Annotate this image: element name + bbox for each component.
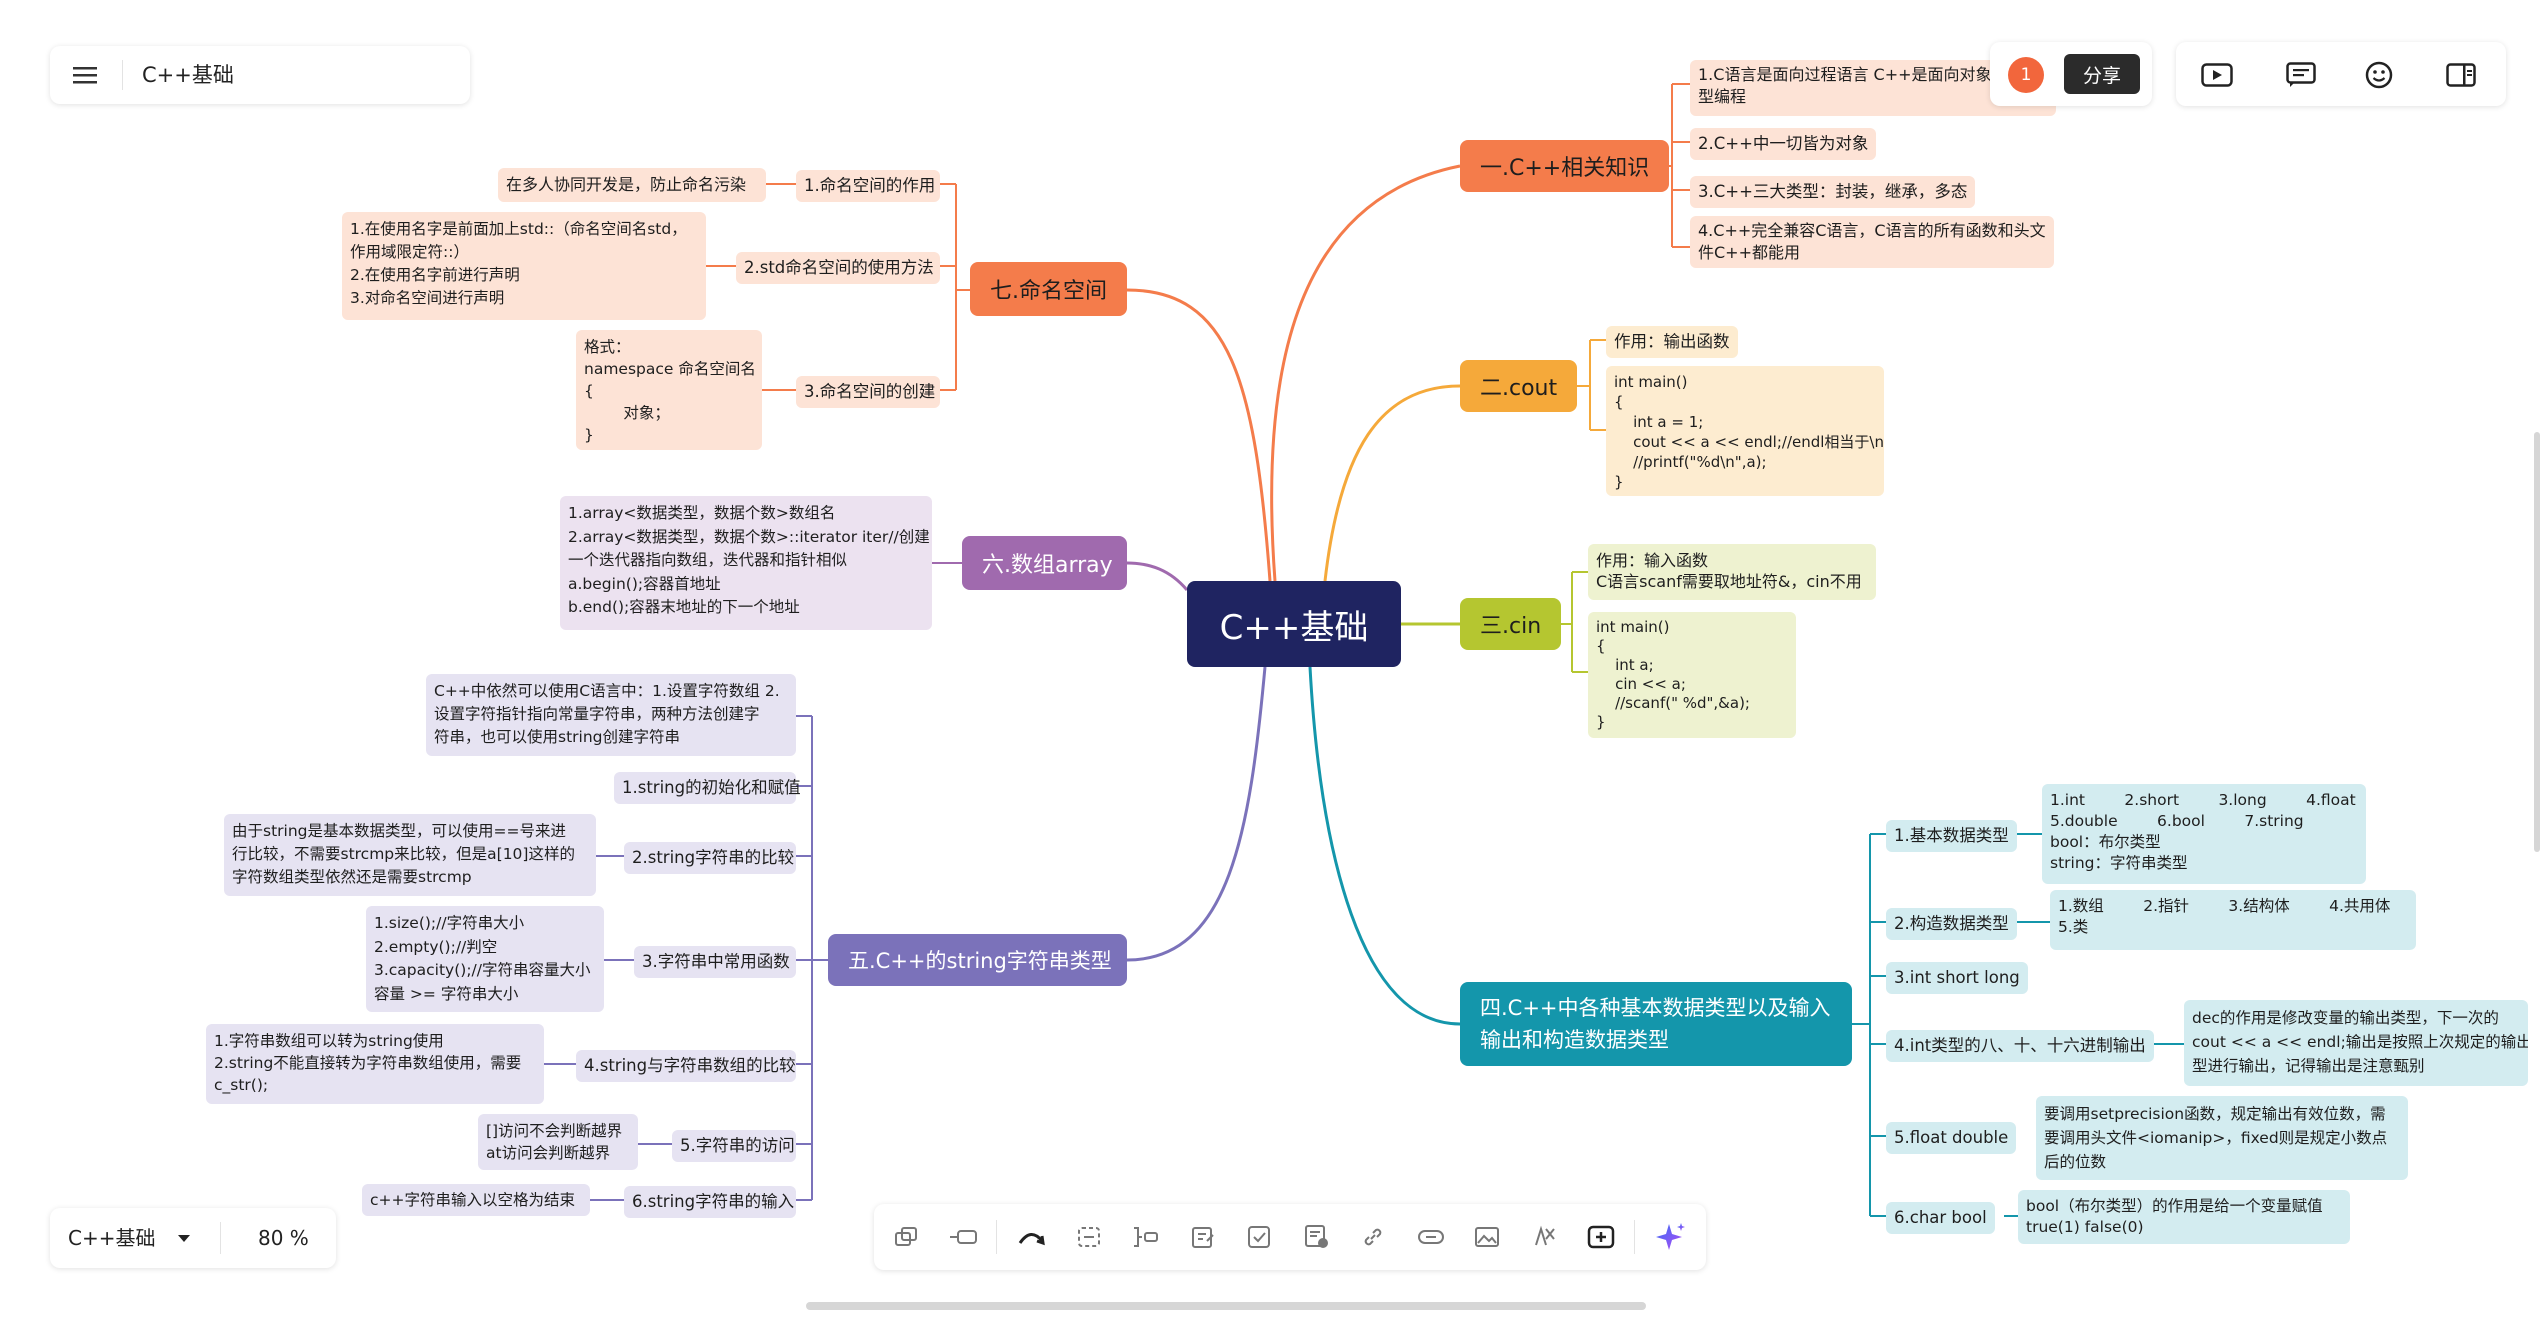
- insert-icon[interactable]: [1584, 1220, 1618, 1254]
- branch-1-item-2[interactable]: 2.C++中一切皆为对象: [1690, 128, 1877, 160]
- bottom-toolbar: [874, 1204, 1706, 1270]
- branch-3-code[interactable]: int main() { int a; cin << a; //scanf(" …: [1588, 612, 1796, 738]
- branch-3-node[interactable]: 三.cin: [1460, 598, 1562, 650]
- branch-7-sub-3[interactable]: 3.命名空间的创建: [796, 376, 940, 408]
- zoom-level[interactable]: 80 %: [258, 1226, 309, 1250]
- zoom-panel: C++基础 80 %: [50, 1208, 336, 1268]
- collaborator-badge[interactable]: 1: [2008, 57, 2044, 93]
- branch-4-leaf-5[interactable]: 要调用setprecision函数，规定输出有效位数，需 要调用头文件<ioma…: [2036, 1096, 2408, 1180]
- emoji-icon[interactable]: [2362, 58, 2396, 92]
- share-button[interactable]: 分享: [2064, 54, 2140, 94]
- branch-6-node[interactable]: 六.数组array: [962, 536, 1127, 590]
- branch-5-sub-6[interactable]: 6.string字符串的输入: [624, 1186, 796, 1218]
- branch-4-leaf-4[interactable]: dec的作用是修改变量的输出类型，下一次的 cout << a << endl;…: [2184, 1000, 2528, 1086]
- branch-4-sub-6[interactable]: 6.char bool: [1886, 1202, 1995, 1234]
- branch-4-sub-4[interactable]: 4.int类型的八、十、十六进制输出: [1886, 1030, 2154, 1062]
- task-icon[interactable]: [1242, 1220, 1276, 1254]
- branch-1-item-4[interactable]: 4.C++完全兼容C语言，C语言的所有函数和头文 件C++都能用: [1690, 216, 2054, 268]
- branch-4-leaf-2[interactable]: 1.数组 2.指针 3.结构体 4.共用体 5.类: [2050, 890, 2416, 950]
- root-node[interactable]: C++基础: [1187, 581, 1401, 667]
- branch-4-sub-1[interactable]: 1.基本数据类型: [1886, 820, 2017, 852]
- summary-icon[interactable]: [1128, 1220, 1162, 1254]
- chevron-down-icon[interactable]: [174, 1228, 194, 1248]
- branch-4-node[interactable]: 四.C++中各种基本数据类型以及输入 输出和构造数据类型: [1460, 982, 1852, 1066]
- branch-1-node[interactable]: 一.C++相关知识: [1460, 140, 1670, 192]
- frame-icon[interactable]: [1072, 1220, 1106, 1254]
- branch-5-sub-3[interactable]: 3.字符串中常用函数: [634, 946, 796, 978]
- branch-4-sub-3[interactable]: 3.int short long: [1886, 962, 2028, 994]
- branch-7-leaf-2[interactable]: 1.在使用名字是前面加上std::（命名空间名std， 作用域限定符::） 2.…: [342, 212, 706, 320]
- curve-icon[interactable]: [1014, 1220, 1048, 1254]
- branch-5-sub-5[interactable]: 5.字符串的访问: [672, 1130, 796, 1162]
- view-tools-panel: [2176, 42, 2506, 106]
- branch-5-leaf-6[interactable]: c++字符串输入以空格为结束: [362, 1184, 590, 1216]
- vertical-scrollbar[interactable]: [2534, 432, 2540, 852]
- branch-7-leaf-3[interactable]: 格式： namespace 命名空间名 { 对象； }: [576, 330, 762, 450]
- branch-5-leaf-5[interactable]: []访问不会判断越界 at访问会判断越界: [478, 1114, 638, 1170]
- branch-5-leaf-3[interactable]: 1.size();//字符串大小 2.empty();//判空 3.capaci…: [366, 906, 604, 1012]
- formula-icon[interactable]: [1528, 1220, 1562, 1254]
- branch-5-intro[interactable]: C++中依然可以使用C语言中：1.设置字符数组 2. 设置字符指针指向常量字符串…: [426, 674, 796, 756]
- branch-4-leaf-6[interactable]: bool（布尔类型）的作用是给一个变量赋值 true(1) false(0): [2018, 1190, 2350, 1244]
- branch-5-node[interactable]: 五.C++的string字符串类型: [828, 934, 1127, 986]
- branch-4-leaf-1[interactable]: 1.int 2.short 3.long 4.float 5.double 6.…: [2042, 784, 2366, 884]
- branch-4-sub-5[interactable]: 5.float double: [1886, 1122, 2017, 1154]
- note-icon[interactable]: [1186, 1220, 1220, 1254]
- branch-5-sub-2[interactable]: 2.string字符串的比较: [624, 842, 796, 874]
- outline-icon[interactable]: [2284, 58, 2318, 92]
- connector-icon[interactable]: [946, 1220, 980, 1254]
- branch-1-item-3[interactable]: 3.C++三大类型：封装，继承，多态: [1690, 176, 1976, 208]
- branch-6-leaf[interactable]: 1.array<数据类型，数据个数>数组名 2.array<数据类型，数据个数>…: [560, 496, 932, 630]
- branch-5-leaf-2[interactable]: 由于string是基本数据类型，可以使用==号来进 行比较，不需要strcmp来…: [224, 814, 596, 896]
- document-title[interactable]: C++基础: [142, 63, 234, 87]
- branch-7-sub-1[interactable]: 1.命名空间的作用: [796, 170, 940, 202]
- branch-5-leaf-4[interactable]: 1.字符串数组可以转为string使用 2.string不能直接转为字符串数组使…: [206, 1024, 544, 1104]
- panel-icon[interactable]: [2444, 58, 2478, 92]
- branch-7-leaf-1[interactable]: 在多人协同开发是，防止命名污染: [498, 168, 766, 202]
- branch-2-node[interactable]: 二.cout: [1460, 360, 1578, 412]
- present-icon[interactable]: [2200, 58, 2234, 92]
- image-icon[interactable]: [1470, 1220, 1504, 1254]
- history-icon[interactable]: [890, 1220, 924, 1254]
- horizontal-scrollbar[interactable]: [806, 1302, 1646, 1310]
- relation-icon[interactable]: [1414, 1220, 1448, 1254]
- comment-icon[interactable]: [1300, 1220, 1334, 1254]
- link-icon[interactable]: [1356, 1220, 1390, 1254]
- branch-5-sub-4[interactable]: 4.string与字符串数组的比较: [576, 1050, 796, 1082]
- branch-2-code[interactable]: int main() { int a = 1; cout << a << end…: [1606, 366, 1884, 496]
- branch-5-sub-1[interactable]: 1.string的初始化和赋值: [614, 772, 801, 804]
- branch-7-sub-2[interactable]: 2.std命名空间的使用方法: [736, 252, 940, 284]
- branch-7-node[interactable]: 七.命名空间: [970, 262, 1127, 316]
- sheet-selector[interactable]: C++基础: [68, 1226, 156, 1250]
- branch-4-sub-2[interactable]: 2.构造数据类型: [1886, 908, 2017, 940]
- ai-sparkle-icon[interactable]: [1654, 1220, 1688, 1254]
- branch-2-item-1[interactable]: 作用：输出函数: [1606, 326, 1738, 358]
- branch-3-item-1[interactable]: 作用：输入函数 C语言scanf需要取地址符&，cin不用: [1588, 544, 1876, 600]
- share-panel: 1 分享: [1990, 42, 2152, 106]
- menu-icon[interactable]: [70, 60, 100, 90]
- title-panel: C++基础: [50, 46, 470, 104]
